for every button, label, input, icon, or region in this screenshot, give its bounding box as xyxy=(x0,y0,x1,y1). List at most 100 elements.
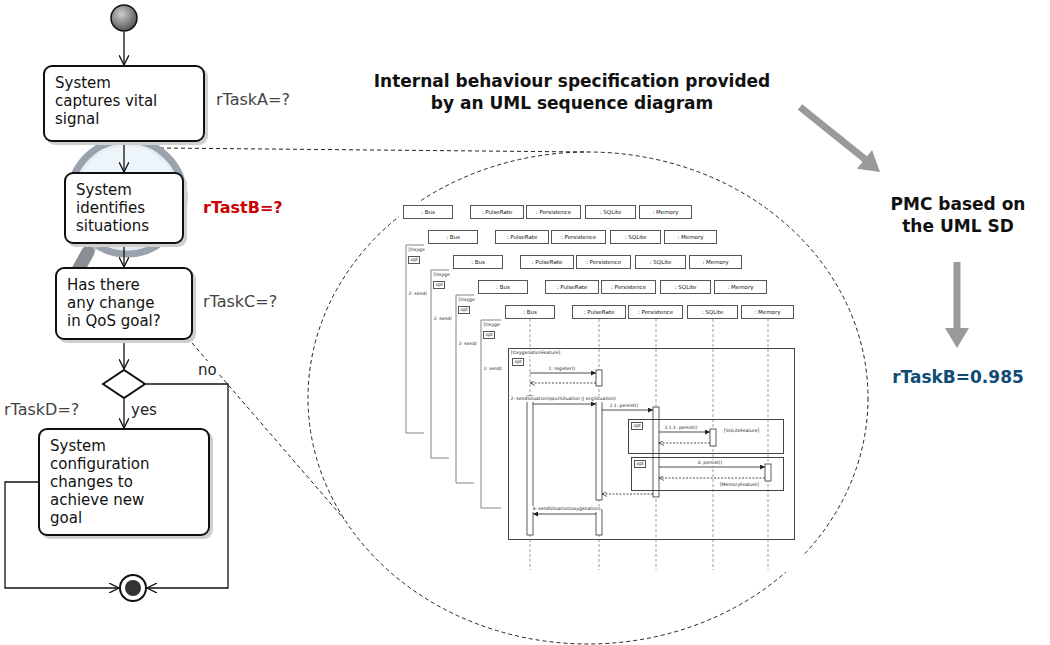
guard-label: yes xyxy=(130,401,158,419)
lifeline-head: : SQLite xyxy=(660,280,711,294)
guard-text: [Oxyge xyxy=(458,297,475,303)
control-flow xyxy=(123,340,124,369)
lifeline-name: : Memory xyxy=(678,234,704,240)
guard-text: [Oxyge xyxy=(408,247,425,253)
lifeline-head: : Bus xyxy=(428,230,478,244)
message-label: 1: register() xyxy=(548,366,576,372)
lifeline-head: : Persistence xyxy=(601,280,656,294)
flow-arrow-shaft xyxy=(954,262,961,330)
call-message xyxy=(533,514,596,515)
lifeline-head: : Bus xyxy=(403,205,453,219)
control-flow xyxy=(123,399,124,428)
fragment-tag: opt xyxy=(483,331,495,339)
lifeline-head: : Bus xyxy=(453,255,503,269)
activation-bar xyxy=(765,464,771,481)
lifeline-name: : PulseRate xyxy=(507,234,538,240)
result-label: rTaskB=0.985 xyxy=(878,366,1038,388)
lifeline-head: : SQLite xyxy=(585,205,636,219)
action-box: System identifies situations xyxy=(64,172,184,244)
front-sequence xyxy=(527,319,771,570)
lifeline-name: : Persistence xyxy=(638,309,673,315)
lifeline-name: : Memory xyxy=(703,259,729,265)
initial-node xyxy=(110,4,138,32)
action-box: System configuration changes to achieve … xyxy=(38,428,210,536)
activation-bar xyxy=(653,407,659,497)
heading: PMC based on the UML SD xyxy=(883,193,1033,237)
lifeline-head: : Memory xyxy=(714,280,767,294)
lifeline-head: : Bus xyxy=(505,305,555,319)
lifeline-name: : Memory xyxy=(728,284,754,290)
lifeline-name: : Bus xyxy=(471,259,485,265)
message-label: 2.1.1: persist() xyxy=(664,425,698,431)
lifeline-head: : Memory xyxy=(664,230,717,244)
activation-bar xyxy=(527,396,533,535)
lifeline-name: : Persistence xyxy=(611,284,646,290)
lifeline-name: : Bus xyxy=(523,309,537,315)
zoom-circle xyxy=(308,152,868,644)
lifeline-name: : Bus xyxy=(446,234,460,240)
diamond-outline xyxy=(103,370,145,398)
control-flow xyxy=(123,142,124,172)
lifeline-head: : SQLite xyxy=(635,255,686,269)
message-label: 2: send( xyxy=(433,316,452,322)
lifeline-name: : Persistence xyxy=(536,209,571,215)
guard-text: [Oxyge xyxy=(433,272,450,278)
control-flow xyxy=(123,32,124,65)
activation-bar xyxy=(596,510,602,535)
message-label: 2: send( xyxy=(483,366,502,372)
sequence-diagram-stack xyxy=(399,202,803,572)
reliability-label: rTaskA=? xyxy=(216,90,290,110)
call-message xyxy=(659,432,710,433)
initial-dot xyxy=(111,5,137,31)
reliability-label: rTaskD=? xyxy=(4,400,79,420)
lifeline-head: : Persistence xyxy=(628,305,683,319)
lifeline-head: : PulseRate xyxy=(495,230,549,244)
lifeline-head: : PulseRate xyxy=(470,205,524,219)
lifeline-name: : Memory xyxy=(653,209,679,215)
fragment-tag: opt xyxy=(458,306,470,314)
lifeline-name: : SQLite xyxy=(702,309,724,315)
activation-bar xyxy=(596,401,602,500)
action-box: Has there any change in QoS goal? xyxy=(55,267,193,340)
lifeline-head: : Memory xyxy=(639,205,692,219)
guard-text: [SQLiteFeature] xyxy=(724,428,759,434)
guard-text: [MemoryFeature] xyxy=(720,482,759,488)
activation-bar xyxy=(596,370,602,386)
lifeline-name: : SQLite xyxy=(625,234,647,240)
lifeline-name: : Bus xyxy=(421,209,435,215)
guard-label: no xyxy=(197,361,218,379)
guard-text: [Oxyge xyxy=(483,322,500,328)
message-label: 2: sendSituation(spo2Situation || ecgSit… xyxy=(510,396,616,402)
message-label: 2: send( xyxy=(458,341,477,347)
message-label: 2: send( xyxy=(408,291,427,297)
lifeline-name: : SQLite xyxy=(600,209,622,215)
lifeline-head: : Persistence xyxy=(576,255,631,269)
heading: Internal behaviour specification provide… xyxy=(367,70,777,114)
lifeline-head: : Persistence xyxy=(551,230,606,244)
reliability-label: rTaskC=? xyxy=(203,292,277,312)
shape-outline xyxy=(119,574,147,602)
zoom-leader xyxy=(192,343,344,519)
lifeline-head: : PulseRate xyxy=(545,280,599,294)
lifeline-head: : Memory xyxy=(689,255,742,269)
call-message xyxy=(530,373,596,374)
lifeline-head: : PulseRate xyxy=(520,255,574,269)
zoom-leader xyxy=(160,148,588,152)
lifeline-name: : PulseRate xyxy=(584,309,615,315)
lifeline-head: : Persistence xyxy=(526,205,581,219)
lifeline-name: : PulseRate xyxy=(482,209,513,215)
lifeline-name: : Persistence xyxy=(586,259,621,265)
fragment-tag: opt xyxy=(512,358,524,366)
lifeline xyxy=(768,319,769,570)
final-dot xyxy=(125,580,141,596)
lifeline-name: : SQLite xyxy=(650,259,672,265)
return-message xyxy=(659,478,765,479)
lifeline-head: : SQLite xyxy=(610,230,661,244)
lifeline-head: : SQLite xyxy=(687,305,738,319)
final-ring xyxy=(120,575,146,601)
call-message xyxy=(533,404,596,405)
flow-arrow-shaft xyxy=(800,107,866,160)
fragment-tag: opt xyxy=(408,256,420,264)
sequence-layer xyxy=(501,302,803,572)
